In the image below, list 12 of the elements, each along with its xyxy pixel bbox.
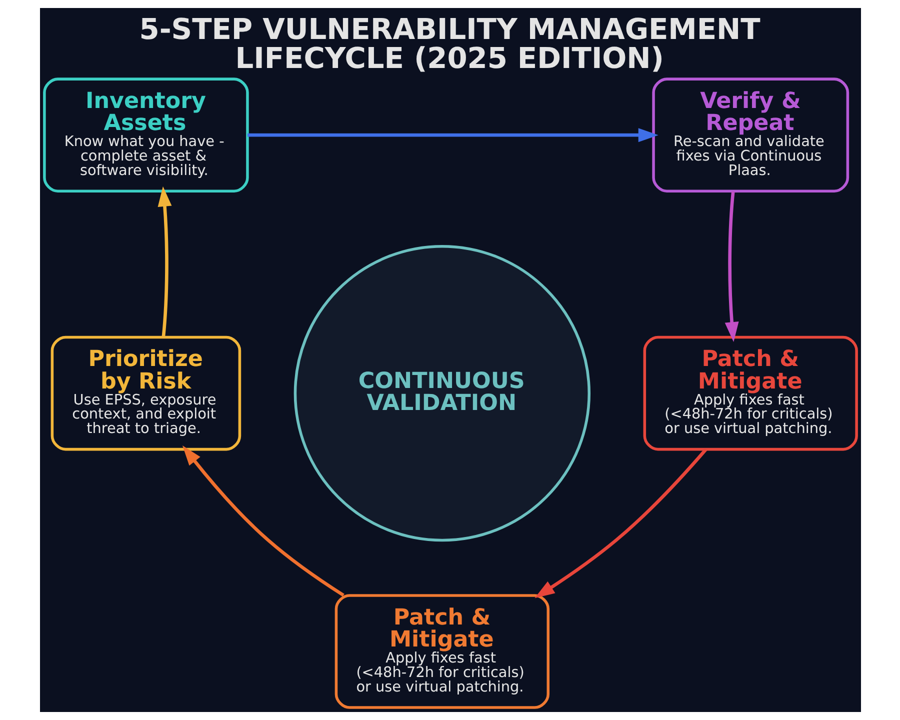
node-box: Patch & Mitigate Apply fixes fast (<48h-72h for criticals) or use virtual patching. — [334, 594, 550, 709]
arrow — [534, 448, 707, 598]
arrow — [157, 186, 172, 338]
diagram-title: 5-STEP VULNERABILITY MANAGEMENT LIFECYCLE (2025 EDITION) — [138, 12, 760, 75]
node-circle: CONTINUOUS VALIDATION — [293, 244, 590, 542]
node-box: Patch & Mitigate Apply fixes fast (<48h-72h for criticals) or use virtual patching. — [642, 336, 858, 451]
arrow — [724, 191, 738, 342]
arrow — [182, 446, 344, 597]
node-box: Verify & Repeat Re-scan and validate fixes via Continuous Plaas. — [652, 78, 849, 192]
arrow — [247, 128, 658, 142]
node-box: Prioritize by Risk Use EPSS, exposure context, and exploit threat to triage. — [50, 336, 241, 451]
node-box: Inventory Assets Know what you have - complete asset & software visibility. — [42, 78, 248, 192]
